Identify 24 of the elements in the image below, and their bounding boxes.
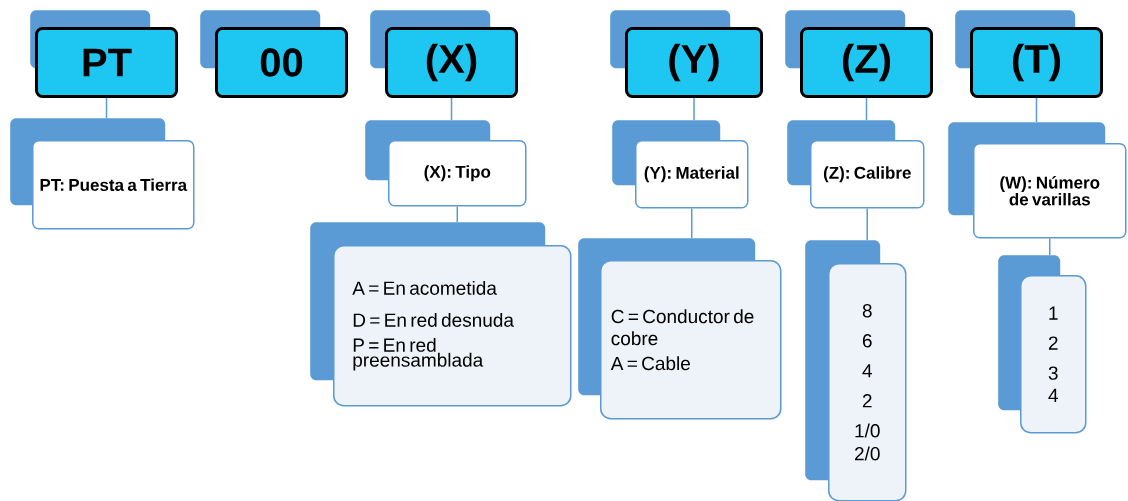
code-box: (Z)	[785, 10, 933, 98]
connector-line	[693, 97, 695, 121]
connector-line	[1049, 237, 1051, 256]
value-list-box: C = Conductor de cobre A = Cable	[578, 238, 782, 420]
connector-line	[865, 97, 868, 121]
connector-line	[456, 205, 458, 223]
code-box: PT	[30, 10, 178, 98]
description-box: (Y): Material	[612, 120, 749, 209]
description-box: (Z): Calibre	[787, 120, 925, 209]
value-list-box: 8 6 4 2 1/0 2/0	[805, 240, 907, 501]
description-box: PT: Puesta a Tierra	[10, 118, 195, 230]
description-box: (W): Número de varillas	[948, 122, 1127, 239]
value-list-box: A = En acometida D = En red desnuda P = En red preensamblada	[310, 222, 572, 407]
description-box: (X): Tipo	[365, 120, 527, 207]
connector-line	[105, 97, 108, 119]
value-list-box: 1 2 3 4	[998, 255, 1087, 434]
connector-line	[450, 97, 453, 121]
code-box: 00	[200, 10, 348, 98]
code-box: (Y)	[610, 10, 763, 98]
code-box: (T)	[955, 10, 1103, 98]
connector-line	[866, 207, 868, 241]
connector-line	[1035, 97, 1038, 123]
connector-line	[691, 207, 693, 239]
code-box: (X)	[370, 10, 518, 98]
